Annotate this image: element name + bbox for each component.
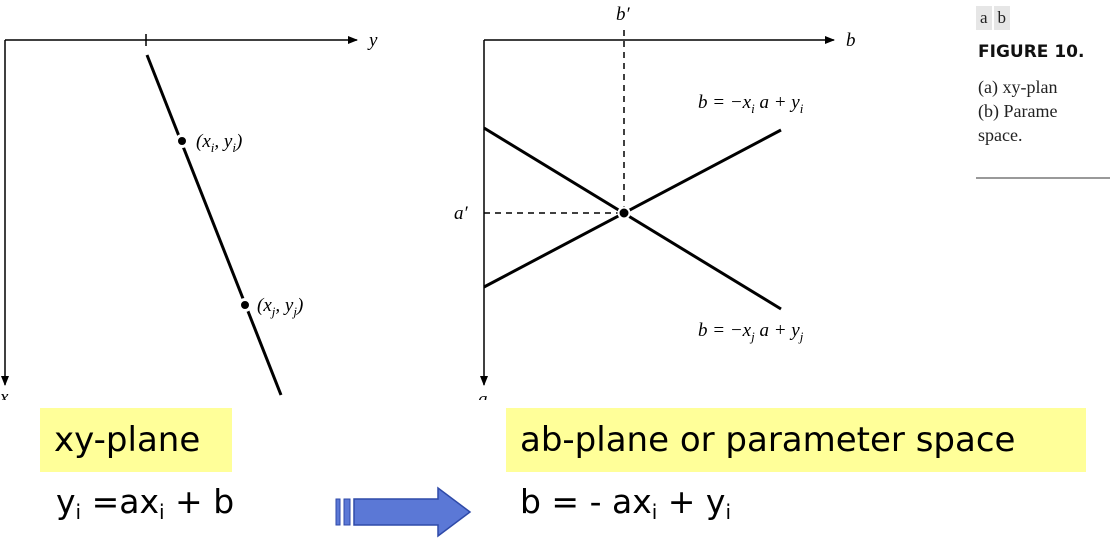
transform-arrow-icon xyxy=(335,486,472,538)
xy-eq-sub2: i xyxy=(159,500,165,524)
b-axis-label: b xyxy=(846,30,856,51)
panel-tag-a: a xyxy=(976,6,992,30)
point-j-dot xyxy=(238,298,252,312)
xy-equation: yi =axi + b xyxy=(56,480,234,534)
xy-plane-label: xy-plane xyxy=(40,408,232,472)
hough-transform-figure: y x (xi​, yi​) (xj​, yj​) b a b′ a′ b = … xyxy=(0,4,856,400)
line-i xyxy=(483,128,782,289)
b-prime-label: b′ xyxy=(616,4,631,25)
xy-plane-panel: y x (xi​, yi​) (xj​, yj​) xyxy=(0,30,378,400)
ab-eq-mid: + y xyxy=(657,482,726,521)
xy-eq-mid: =ax xyxy=(81,482,159,521)
caption-line-3: space. xyxy=(978,125,1023,145)
ab-eq-start: b = - ax xyxy=(520,482,652,521)
a-axis-label: a xyxy=(478,389,488,400)
ab-equation: b = - axi + yi xyxy=(520,480,731,534)
xy-eq-y: y xyxy=(56,482,76,521)
caption-line-1: (a) xy-plan xyxy=(978,77,1058,97)
ab-plane-panel: b a b′ a′ b = −xi​ a + yi​ b = −xj​ a + … xyxy=(454,4,856,400)
point-j-label: (xj​, yj​) xyxy=(257,295,303,319)
figure-caption: a b FIGURE 10. (a) xy-plan (b) Parame sp… xyxy=(976,0,1110,180)
line-i-label: b = −xi​ a + yi​ xyxy=(698,92,804,116)
line-j xyxy=(483,126,782,311)
y-axis-label: y xyxy=(367,30,378,51)
ab-plane-label: ab-plane or parameter space xyxy=(506,408,1086,472)
line-j-label: b = −xj​ a + yj​ xyxy=(698,320,804,344)
caption-line-2: (b) Parame xyxy=(978,101,1058,121)
x-axis-label: x xyxy=(0,387,9,400)
intersection-dot xyxy=(617,206,631,220)
figure-title: FIGURE 10. xyxy=(978,42,1085,62)
xy-eq-sub1: i xyxy=(75,500,82,524)
ab-eq-sub1: i xyxy=(651,500,658,524)
a-prime-label: a′ xyxy=(454,203,469,224)
xy-line xyxy=(145,54,283,396)
point-i-dot xyxy=(175,134,189,148)
ab-eq-sub2: i xyxy=(725,500,732,524)
panel-tag-b: b xyxy=(993,6,1011,30)
point-i-label: (xi​, yi​) xyxy=(196,131,242,155)
panel-tags: a b xyxy=(976,6,1011,30)
caption-divider xyxy=(976,177,1110,179)
xy-eq-end: + b xyxy=(164,482,235,521)
